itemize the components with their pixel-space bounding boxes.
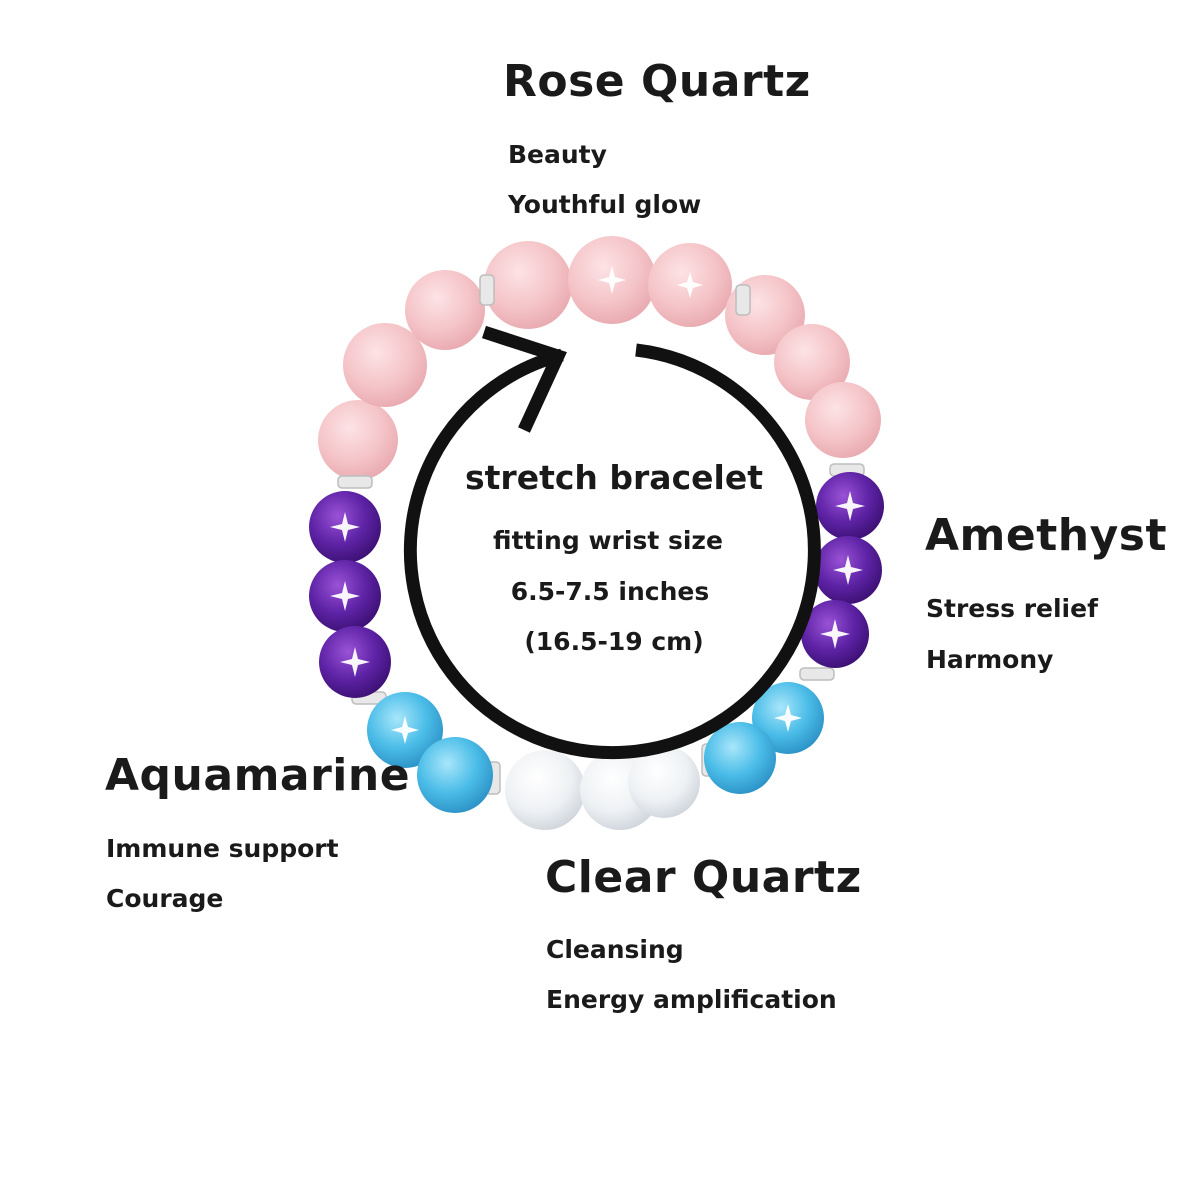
clear-quartz-beads: [505, 746, 700, 830]
clear-quartz-title: Clear Quartz: [545, 852, 862, 903]
clear-quartz-benefit: Energy amplification: [546, 985, 837, 1014]
rose-quartz-bead: [343, 323, 427, 407]
amethyst-benefit: Stress relief: [926, 594, 1098, 623]
aquamarine-bead: [704, 722, 776, 794]
rose-quartz-bead: [774, 324, 850, 400]
center-title: stretch bracelet: [465, 458, 763, 497]
amethyst-benefit: Harmony: [926, 645, 1054, 674]
center-line: fitting wrist size: [493, 526, 723, 555]
center-line: (16.5-19 cm): [524, 627, 704, 656]
aquamarine-title: Aquamarine: [105, 750, 411, 801]
rose-quartz-benefit: Youthful glow: [508, 190, 702, 219]
circular-arrow-icon: [403, 325, 821, 760]
aquamarine-bead: [417, 737, 493, 813]
rose-quartz-bead: [405, 270, 485, 350]
rose-quartz-benefit: Beauty: [508, 140, 607, 169]
clear-quartz-bead: [505, 750, 585, 830]
aquamarine-benefit: Immune support: [106, 834, 339, 863]
spacer-bead: [479, 274, 495, 306]
spacer-bead: [799, 667, 835, 681]
rose-quartz-bead: [484, 241, 572, 329]
rose-quartz-bead: [318, 400, 398, 480]
spacer-bead: [735, 284, 751, 316]
amethyst-title: Amethyst: [925, 510, 1168, 561]
rose-quartz-beads: [318, 236, 881, 480]
center-line: 6.5-7.5 inches: [510, 577, 710, 606]
sparkle-icon: [330, 266, 865, 744]
rose-quartz-title: Rose Quartz: [503, 56, 811, 107]
clear-quartz-benefit: Cleansing: [546, 935, 684, 964]
rose-quartz-bead: [805, 382, 881, 458]
spacer-bead: [337, 475, 373, 489]
aquamarine-benefit: Courage: [106, 884, 224, 913]
clear-quartz-bead: [628, 746, 700, 818]
